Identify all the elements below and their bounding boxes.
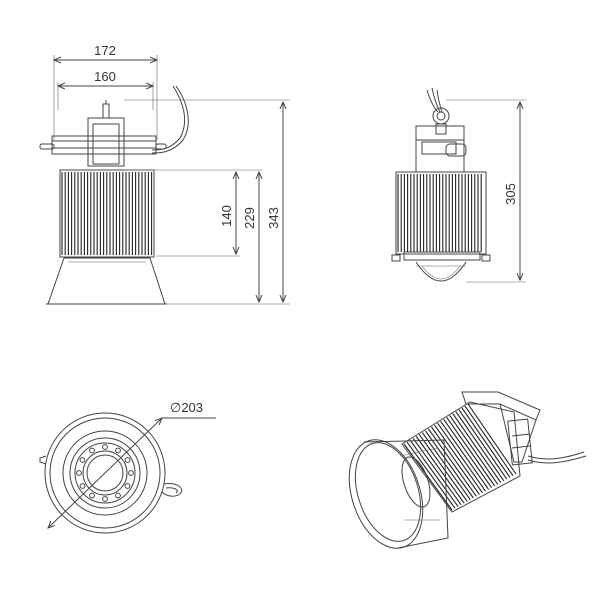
led-dot	[116, 448, 121, 453]
bottom-view: ∅203	[40, 400, 216, 533]
led-dot	[125, 458, 130, 463]
led-dot	[129, 471, 134, 476]
dimension-diameter-203: ∅203	[170, 400, 203, 415]
dimension-160: 160	[94, 69, 116, 84]
side-view: 305	[392, 88, 526, 282]
dimension-172: 172	[94, 43, 116, 58]
led-dot	[90, 448, 95, 453]
led-dot	[77, 471, 82, 476]
led-dot	[116, 493, 121, 498]
isometric-view	[336, 392, 586, 558]
front-view: 172 160 140	[40, 43, 290, 304]
led-dot	[80, 484, 85, 489]
dimension-140: 140	[219, 205, 234, 227]
led-dot	[125, 484, 130, 489]
led-dot	[103, 445, 108, 450]
led-dot	[90, 493, 95, 498]
led-dot	[103, 497, 108, 502]
front-heatsink-fins	[62, 172, 152, 255]
side-heatsink-fins	[398, 174, 481, 252]
led-dot	[80, 458, 85, 463]
dimension-305: 305	[503, 183, 518, 205]
dimension-229: 229	[242, 207, 257, 229]
dimension-343: 343	[266, 207, 281, 229]
